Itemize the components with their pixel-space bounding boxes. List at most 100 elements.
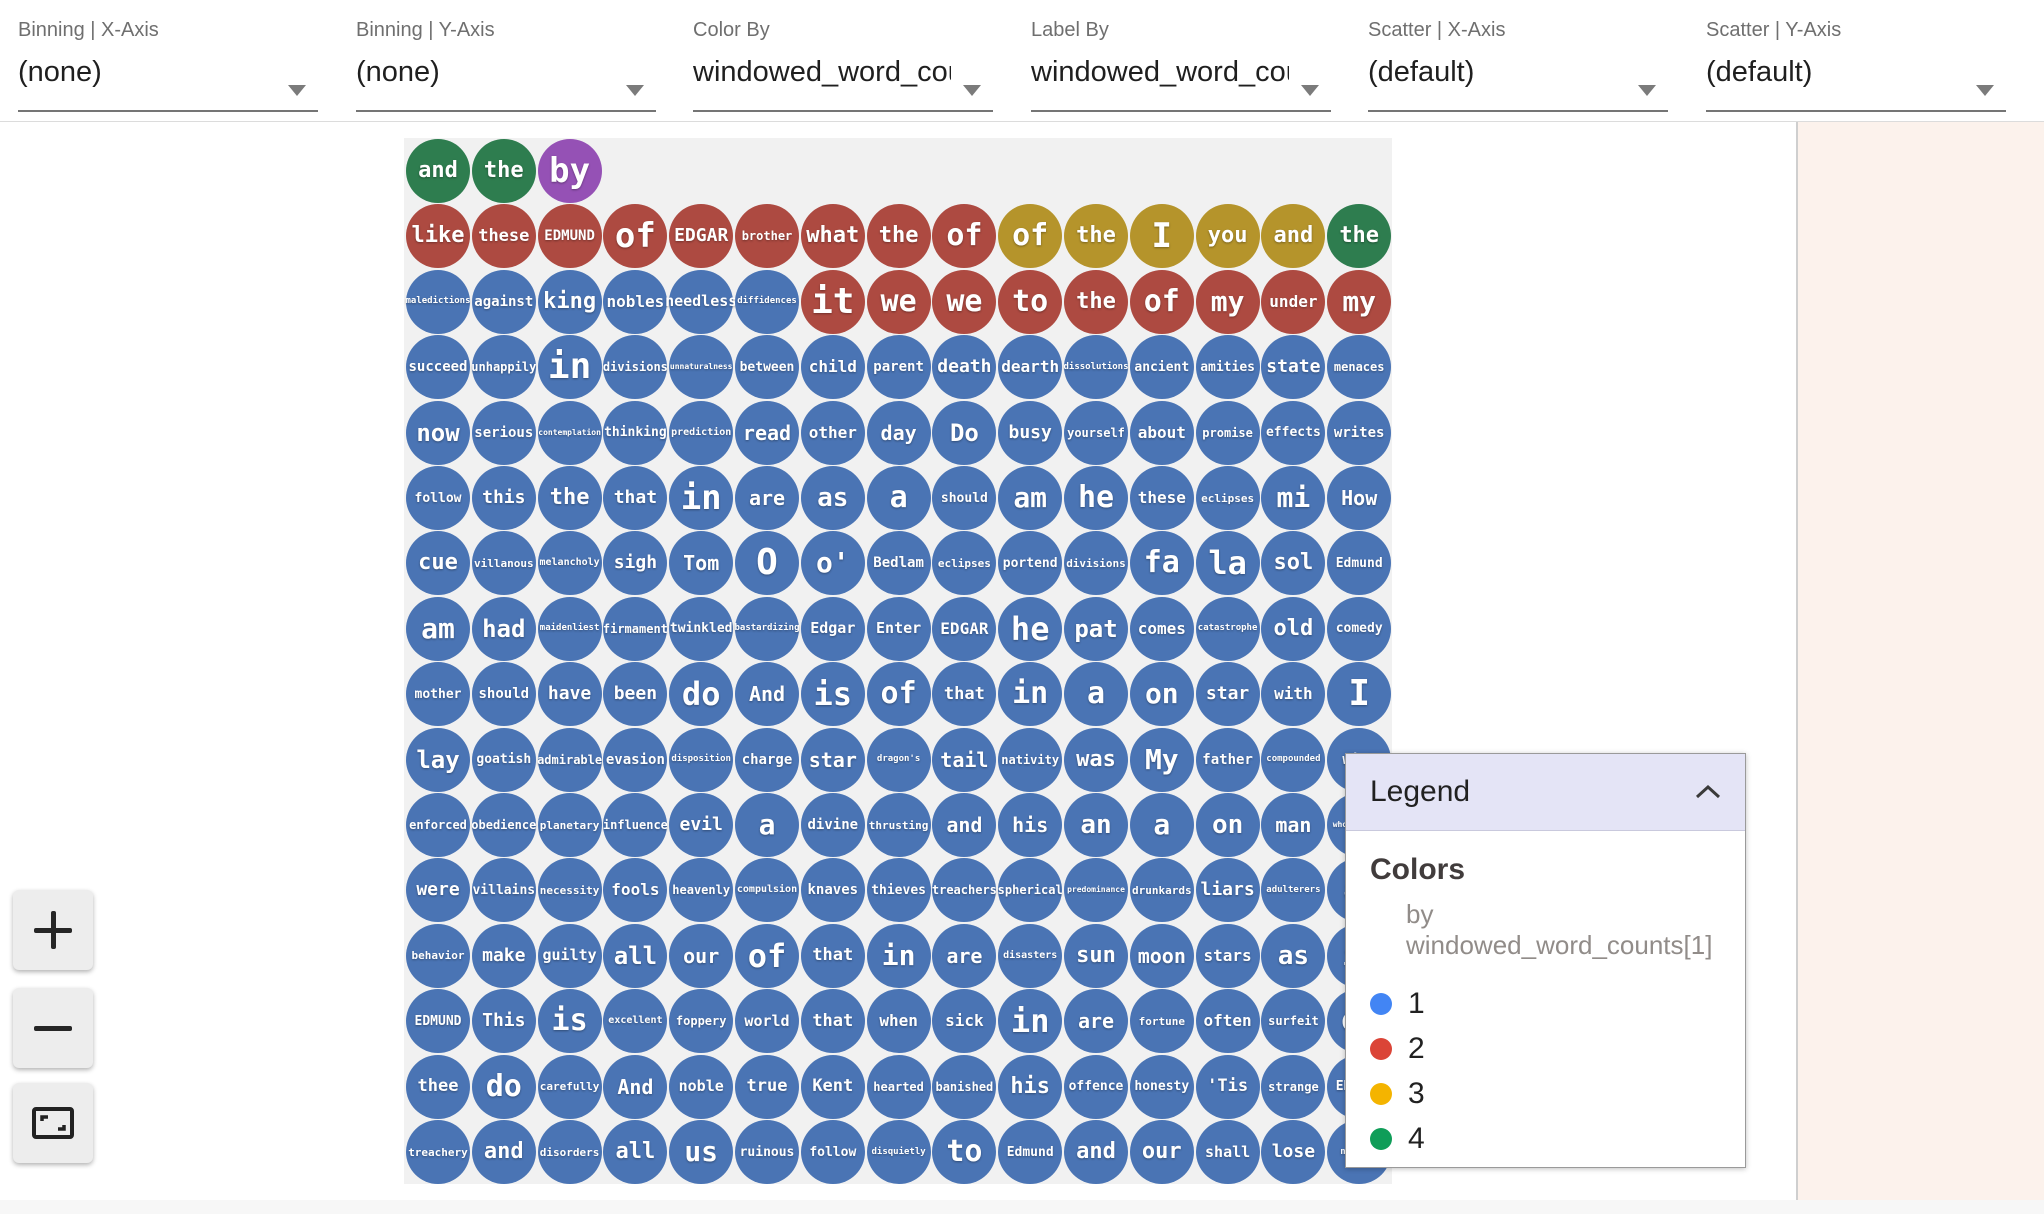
word-circle[interactable]: and	[932, 793, 997, 857]
word-circle[interactable]: disorders	[537, 1120, 602, 1184]
word-circle[interactable]: in	[669, 466, 734, 530]
word-circle[interactable]: compulsion	[735, 858, 799, 923]
chevron-up-icon[interactable]	[1695, 785, 1721, 799]
word-circle[interactable]: to	[932, 1120, 997, 1184]
word-circle[interactable]: mi	[1261, 466, 1326, 530]
word-circle[interactable]: follow	[800, 1120, 865, 1184]
word-circle[interactable]: a	[1064, 662, 1128, 727]
word-circle[interactable]: eclipses	[932, 531, 997, 596]
word-circle[interactable]: disasters	[998, 923, 1063, 988]
word-circle[interactable]: am	[998, 466, 1063, 530]
word-circle[interactable]: these	[1129, 466, 1194, 530]
word-circle[interactable]: we	[866, 269, 931, 334]
word-circle[interactable]: other	[800, 400, 865, 465]
word-circle[interactable]: on	[1195, 793, 1260, 857]
word-circle[interactable]: villanous	[471, 531, 536, 596]
word-circle[interactable]: my	[1327, 269, 1392, 334]
word-circle[interactable]: portend	[998, 531, 1063, 596]
word-circle[interactable]: an	[1064, 793, 1128, 857]
word-circle[interactable]: divisions	[1064, 531, 1128, 596]
word-circle[interactable]: unhappily	[471, 335, 536, 400]
word-circle[interactable]: banished	[932, 1054, 997, 1119]
word-circle[interactable]: Bedlam	[866, 531, 931, 596]
word-circle[interactable]: surfeit	[1261, 989, 1326, 1054]
word-circle[interactable]: a	[735, 793, 799, 857]
word-circle[interactable]: been	[603, 662, 668, 727]
word-circle[interactable]: evasion	[603, 727, 668, 792]
word-circle[interactable]: is	[537, 989, 602, 1054]
word-circle[interactable]: should	[471, 662, 536, 727]
word-circle[interactable]: parent	[866, 335, 931, 400]
word-circle[interactable]: pat	[1064, 596, 1128, 661]
word-circle[interactable]: villains	[471, 858, 536, 923]
word-circle[interactable]: serious	[471, 400, 536, 465]
word-circle[interactable]: moon	[1129, 923, 1194, 988]
word-circle[interactable]: needless	[665, 269, 737, 334]
word-circle[interactable]: divine	[800, 793, 865, 857]
word-circle[interactable]: it	[800, 269, 865, 334]
word-circle[interactable]: evil	[669, 793, 734, 857]
word-circle[interactable]: our	[1129, 1120, 1194, 1184]
word-circle[interactable]: comedy	[1327, 596, 1392, 661]
word-circle[interactable]: spherical	[998, 858, 1063, 923]
word-circle[interactable]: fortune	[1129, 989, 1194, 1054]
word-circle[interactable]: eclipses	[1195, 466, 1260, 530]
word-circle[interactable]: excellent	[603, 989, 668, 1054]
word-circle[interactable]: disquietly	[866, 1120, 931, 1184]
word-circle[interactable]: are	[735, 466, 799, 530]
word-circle[interactable]: was	[1064, 727, 1128, 792]
word-circle[interactable]: sigh	[603, 531, 668, 596]
word-circle[interactable]: guilty	[537, 923, 602, 988]
word-circle[interactable]: this	[471, 466, 536, 530]
word-circle[interactable]: obedience	[471, 793, 536, 857]
word-circle[interactable]: cue	[406, 531, 470, 596]
word-circle[interactable]: and	[406, 139, 470, 203]
word-circle[interactable]: when	[866, 989, 931, 1054]
word-circle[interactable]: thinking	[603, 400, 668, 465]
word-circle[interactable]: hearted	[866, 1054, 931, 1119]
word-circle[interactable]: sun	[1064, 923, 1128, 988]
zoom-in-button[interactable]	[13, 890, 93, 970]
word-circle[interactable]: is	[800, 662, 865, 727]
word-circle[interactable]: firmament	[603, 596, 668, 661]
word-circle[interactable]: offence	[1064, 1054, 1128, 1119]
word-circle[interactable]: writes	[1327, 400, 1392, 465]
word-circle[interactable]: have	[537, 662, 602, 727]
word-circle[interactable]: prediction	[669, 400, 734, 465]
word-circle[interactable]: he	[998, 596, 1063, 661]
word-circle[interactable]: what	[800, 204, 865, 269]
word-circle[interactable]: tail	[932, 727, 997, 792]
word-circle[interactable]: to	[998, 269, 1063, 334]
word-circle[interactable]: had	[471, 596, 536, 661]
word-circle[interactable]: state	[1261, 335, 1326, 400]
word-circle[interactable]: and	[471, 1120, 536, 1184]
word-circle[interactable]: heavenly	[669, 858, 734, 923]
dropdown-scatter-x-axis[interactable]: Scatter | X-Axis(default)	[1368, 18, 1668, 112]
word-circle[interactable]: of	[866, 662, 931, 727]
dropdown-binning-x-axis[interactable]: Binning | X-Axis(none)	[18, 18, 318, 112]
zoom-out-button[interactable]	[13, 988, 93, 1068]
word-circle[interactable]: as	[800, 466, 865, 530]
word-circle[interactable]: nobles	[603, 269, 668, 334]
word-circle[interactable]: death	[932, 335, 997, 400]
word-circle[interactable]: Do	[932, 400, 997, 465]
word-circle[interactable]: disposition	[669, 727, 734, 792]
word-circle[interactable]: behavior	[406, 923, 470, 988]
word-circle[interactable]: day	[866, 400, 931, 465]
word-circle[interactable]: thrusting	[866, 793, 931, 857]
word-circle[interactable]: of	[603, 204, 668, 269]
word-circle[interactable]: a	[1129, 793, 1194, 857]
word-circle[interactable]: liars	[1195, 858, 1260, 923]
word-circle[interactable]: How	[1327, 466, 1392, 530]
word-circle[interactable]: do	[471, 1054, 536, 1119]
word-circle[interactable]: busy	[998, 400, 1063, 465]
word-circle[interactable]: maledictions	[405, 269, 471, 334]
word-circle[interactable]: strange	[1261, 1054, 1326, 1119]
word-circle[interactable]: treachers	[932, 858, 997, 923]
word-circle[interactable]: enforced	[406, 793, 470, 857]
word-circle[interactable]: amities	[1195, 335, 1260, 400]
word-circle[interactable]: menaces	[1327, 335, 1392, 400]
word-circle[interactable]: noble	[669, 1054, 734, 1119]
word-circle[interactable]: Kent	[800, 1054, 865, 1119]
word-circle[interactable]: our	[669, 923, 734, 988]
